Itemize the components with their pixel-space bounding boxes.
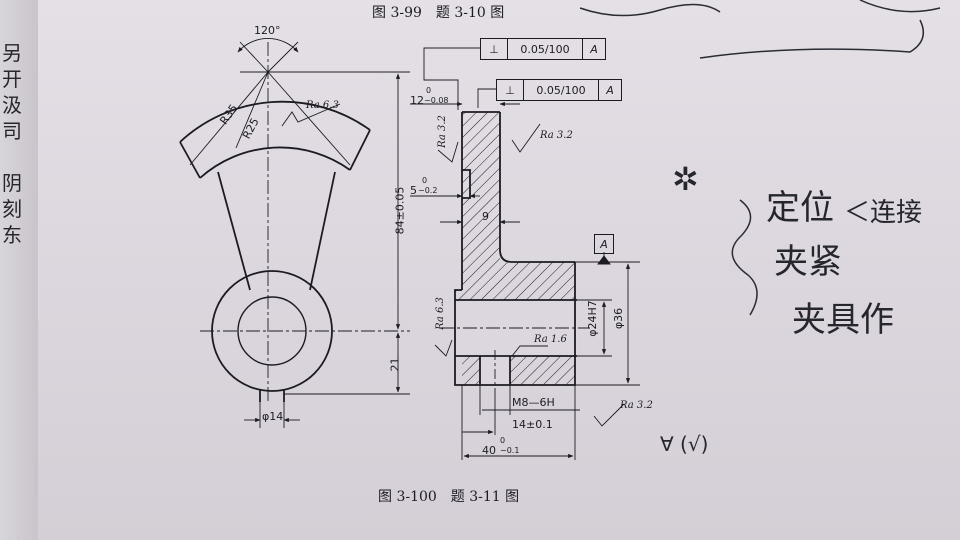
roughness-label-b: Ra 3.2 — [436, 115, 448, 148]
handwritten-line-1-note: ＜连接 — [844, 198, 923, 228]
roughness-label-6-3: Ra 6.3 — [434, 297, 446, 330]
dimension-12-tol-upper: 0 — [426, 86, 432, 95]
roughness-label-1-6: Ra 1.6 — [534, 334, 567, 345]
handwritten-line-2: 夹紧 — [774, 242, 842, 282]
roughness-label-c: Ra 3.2 — [620, 400, 653, 411]
handwritten-line-3: 夹具作 — [792, 300, 894, 340]
figure-caption-bottom: 图 3-100 题 3-11 图 — [378, 489, 520, 505]
dimension-9-label: 9 — [482, 210, 489, 223]
handwritten-line-1: 定位 — [766, 188, 834, 228]
datum-a-box: A — [594, 234, 614, 254]
tolerance-frame-1: ⊥ 0.05/100 A — [480, 38, 606, 60]
roughness-label-a: Ra 3.2 — [540, 130, 573, 141]
left-margin-handwriting: 另 开 汲 司 阴 刻 东 — [2, 41, 22, 247]
dimension-84-label: 84±0.05 — [393, 186, 407, 235]
diameter-14-label: φ14 — [262, 410, 284, 423]
roughness-label-top: Ra 6.3 — [306, 100, 339, 111]
diameter-36-label: φ36 — [612, 307, 626, 330]
tolerance-frame-2: ⊥ 0.05/100 A — [496, 79, 622, 101]
dimension-5-tol-lower: −0.2 — [418, 186, 438, 195]
dimension-12-tol-lower: −0.08 — [424, 96, 449, 105]
dimension-12-label: 12 — [410, 94, 424, 107]
dimension-40-tol-upper: 0 — [500, 436, 506, 445]
bracket-part-section — [410, 47, 640, 460]
angle-label: 120° — [254, 24, 281, 37]
diameter-24h7-label: φ24H7 — [585, 300, 599, 337]
handwritten-mark: ✲ — [672, 160, 699, 198]
dimension-14-label: 14±0.1 — [512, 418, 553, 431]
dimension-21-label: 21 — [388, 357, 402, 372]
thread-label: M8—6H — [512, 396, 555, 409]
dimension-5-tol-upper: 0 — [422, 176, 428, 185]
pen-strokes — [579, 0, 941, 316]
handwritten-check: ∀ (√) — [660, 432, 709, 456]
dimension-40-label: 40 — [482, 444, 496, 457]
dimension-40-tol-lower: −0.1 — [500, 446, 520, 455]
figure-caption-top: 图 3-99 题 3-10 图 — [372, 5, 505, 21]
lever-part-drawing — [179, 100, 371, 402]
dimension-5-label: 5 — [410, 184, 417, 197]
lever-construction-lines — [189, 38, 410, 428]
